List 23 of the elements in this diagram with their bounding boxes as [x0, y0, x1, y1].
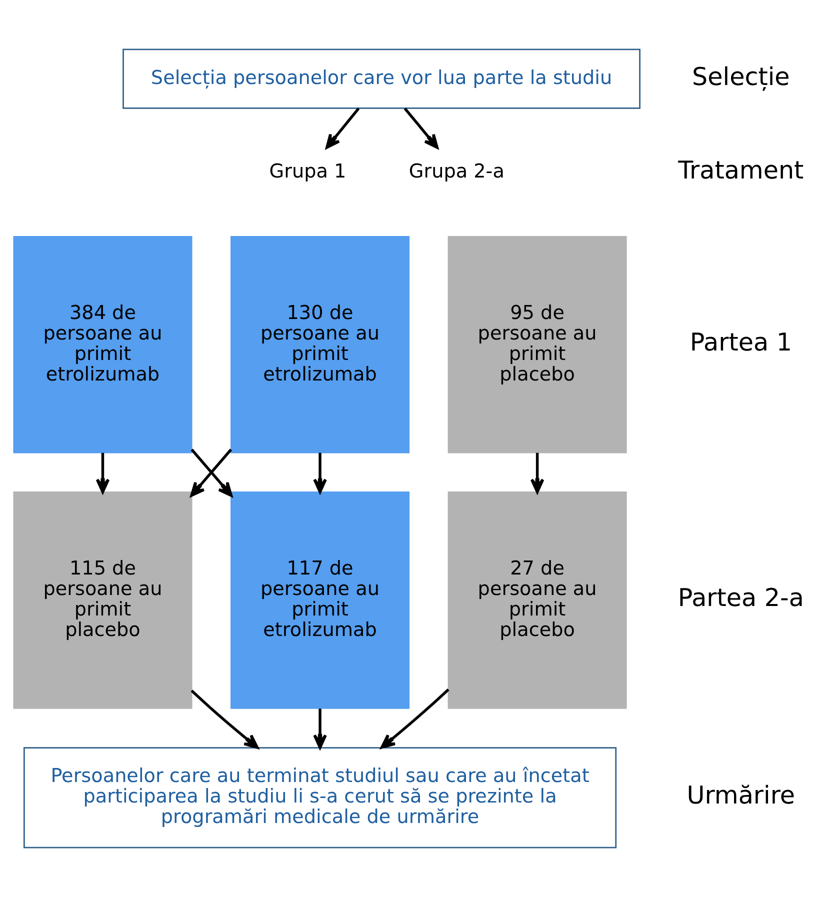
- node-box: Persoanelor care au terminat studiul sau care au încetat participarea la studiu li s-a cerut să se prezinte la programări medicale de urmărire: [23, 747, 617, 848]
- node-box: Selecția persoanelor care vor lua parte la studiu: [122, 48, 640, 109]
- arrow: [190, 690, 259, 749]
- label: Partea 1: [690, 328, 792, 357]
- arrow: [313, 452, 327, 494]
- arrow: [404, 108, 438, 149]
- node-box: 95 de persoane au primit placebo: [448, 236, 627, 454]
- arrow: [530, 452, 544, 494]
- label: Selecție: [692, 62, 790, 91]
- node-box: 115 de persoane au primit placebo: [13, 492, 192, 709]
- arrow: [380, 688, 450, 749]
- node-box: 27 de persoane au primit placebo: [448, 492, 627, 709]
- label: Tratament: [678, 155, 804, 184]
- node-box: 117 de persoane au primit etrolizumab: [230, 492, 410, 709]
- node-text: Grupa 2-a: [408, 160, 504, 183]
- node-box: 130 de persoane au primit etrolizumab: [230, 236, 410, 454]
- label: Partea 2-a: [678, 583, 804, 612]
- arrow: [313, 708, 327, 749]
- arrow: [96, 452, 110, 494]
- label: Urmărire: [686, 780, 796, 810]
- node-box: 384 de persoane au primit etrolizumab: [13, 236, 192, 454]
- node-text: Grupa 1: [269, 160, 346, 183]
- arrow: [326, 108, 360, 149]
